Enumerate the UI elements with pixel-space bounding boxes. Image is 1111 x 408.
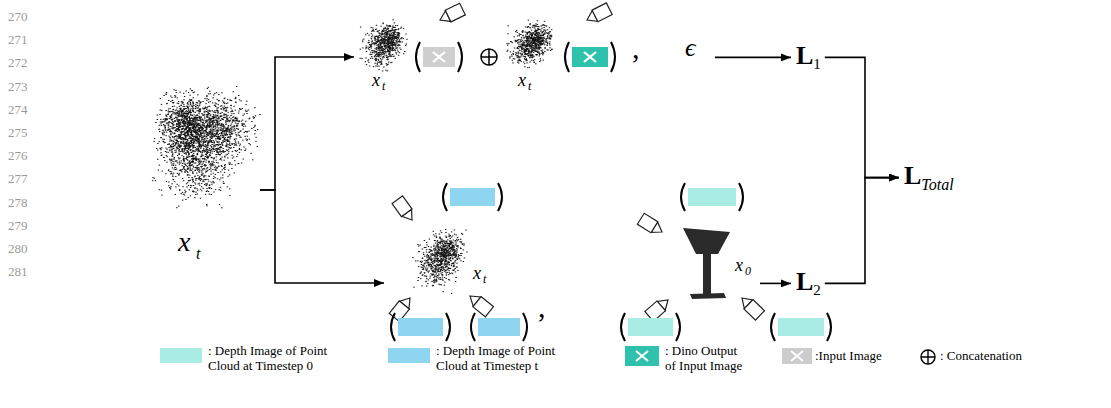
line-number: 272 bbox=[8, 56, 28, 69]
swatch-fill bbox=[625, 346, 659, 366]
camera-icon bbox=[645, 295, 672, 321]
brackets bbox=[391, 42, 831, 341]
arrow-connector bbox=[825, 57, 899, 177]
line-number: 273 bbox=[8, 80, 28, 93]
legend-swatch bbox=[388, 348, 430, 363]
camera-icon bbox=[584, 3, 612, 26]
line-number: 281 bbox=[8, 265, 28, 278]
subscript: Total bbox=[921, 176, 953, 193]
bracket bbox=[471, 313, 527, 341]
math-text: t bbox=[196, 246, 200, 262]
math-text: ϵ bbox=[685, 35, 695, 61]
legend-text: : Depth Image of Point Cloud at Timestep… bbox=[436, 344, 561, 374]
concat-symbol bbox=[481, 49, 497, 65]
figure-group: xt,x0 bbox=[385, 180, 760, 340]
legend-swatch bbox=[782, 348, 812, 364]
math-text: x bbox=[473, 264, 481, 282]
legend-text: : Depth Image of Point Cloud at Timestep… bbox=[208, 344, 333, 374]
legend-text: :Input Image bbox=[815, 349, 882, 364]
math-text: , bbox=[538, 292, 546, 322]
line-number: 274 bbox=[8, 103, 28, 116]
math-term: LTotal bbox=[900, 160, 958, 195]
swatch-fill bbox=[782, 348, 812, 364]
arrow-connector bbox=[825, 178, 899, 284]
line-number: 271 bbox=[8, 33, 28, 46]
math-term: L1 bbox=[792, 40, 825, 75]
depth-images-t bbox=[398, 188, 520, 336]
point-cloud bbox=[152, 87, 260, 208]
line-number: 279 bbox=[8, 219, 28, 232]
line-number: 278 bbox=[8, 196, 28, 209]
icon-mark bbox=[636, 351, 648, 361]
depth-images-0 bbox=[628, 188, 824, 336]
math-text: t bbox=[528, 80, 531, 92]
math-text: t bbox=[483, 273, 486, 285]
math-text: x bbox=[178, 228, 190, 256]
icon-mark bbox=[791, 351, 803, 361]
point-clouds bbox=[152, 20, 552, 294]
arrow-connector bbox=[760, 283, 791, 285]
figure-group: xtxt,ϵ bbox=[355, 5, 715, 100]
math-text: x bbox=[735, 256, 743, 274]
math-text: , bbox=[632, 33, 640, 63]
point-cloud bbox=[413, 230, 468, 294]
legend-text: : Concatenation bbox=[940, 349, 1022, 364]
camera-icon bbox=[737, 293, 764, 320]
line-number: 280 bbox=[8, 242, 28, 255]
concat-circle bbox=[921, 350, 935, 364]
figure-group: xt bbox=[150, 80, 260, 270]
math-text: 0 bbox=[745, 265, 751, 277]
camera-icon bbox=[392, 196, 417, 224]
symbol: L bbox=[904, 161, 921, 190]
chair-point-cloud bbox=[683, 228, 730, 299]
bracket bbox=[621, 313, 680, 341]
arrow-connector bbox=[260, 190, 384, 283]
bracket bbox=[391, 313, 450, 341]
math-text: t bbox=[382, 80, 385, 92]
symbol: L bbox=[796, 267, 813, 296]
symbol: L bbox=[796, 41, 813, 70]
camera-icon bbox=[637, 213, 665, 237]
math-text: x bbox=[518, 71, 526, 89]
legend-swatch bbox=[160, 348, 202, 363]
bracket bbox=[416, 42, 462, 72]
line-number: 275 bbox=[8, 126, 28, 139]
math-term: L2 bbox=[792, 266, 825, 301]
math-text: x bbox=[372, 71, 380, 89]
bracket bbox=[565, 42, 615, 72]
line-number: 277 bbox=[8, 172, 28, 185]
swatch-fill bbox=[160, 348, 202, 363]
bracket bbox=[771, 313, 831, 341]
concat-swatch bbox=[920, 349, 936, 365]
arrow-connector bbox=[715, 57, 791, 59]
subscript: 1 bbox=[813, 56, 821, 72]
camera-icon bbox=[437, 3, 465, 26]
point-cloud bbox=[507, 20, 553, 67]
legend-swatch bbox=[625, 346, 659, 366]
arrow-connector bbox=[260, 57, 354, 190]
line-number: 270 bbox=[8, 10, 28, 23]
bracket bbox=[443, 183, 502, 211]
point-cloud bbox=[360, 20, 407, 71]
legend-text: : Dino Output of Input Image bbox=[665, 344, 749, 374]
swatch-fill bbox=[388, 348, 430, 363]
concat-cross bbox=[921, 350, 935, 364]
input-image-icon bbox=[423, 47, 455, 67]
line-number: 276 bbox=[8, 149, 28, 162]
dino-output-icon bbox=[572, 47, 608, 67]
subscript: 2 bbox=[813, 282, 821, 298]
camera-icon bbox=[466, 291, 494, 317]
bracket bbox=[681, 183, 743, 211]
